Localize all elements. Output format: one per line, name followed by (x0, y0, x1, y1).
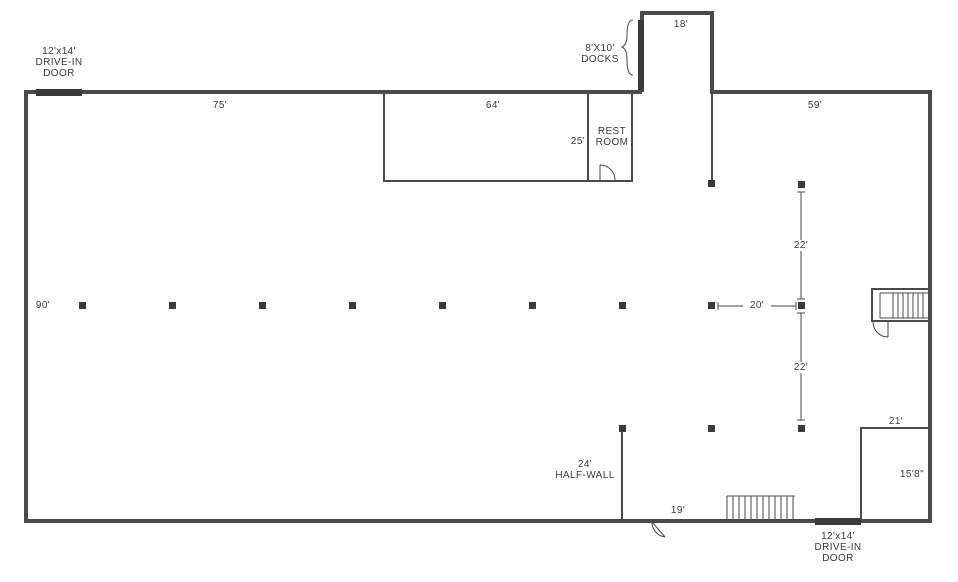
door-type-text: DRIVE-IN (814, 542, 862, 553)
dim-label-21: 21' (888, 416, 904, 427)
door-size-text: 12'x14' (42, 46, 76, 57)
square-column-icon (708, 180, 715, 187)
door-swing-icon (872, 321, 889, 338)
dim-label-64: 64' (485, 100, 501, 111)
half-wall-dim-text: 24' (577, 459, 593, 470)
half-wall-label: 24' HALF-WALL (546, 459, 624, 481)
drive-in-door-bottom-right-label: 12'x14' DRIVE-IN DOOR (806, 531, 870, 564)
docks-text: DOCKS (581, 54, 619, 65)
door-type-text: DRIVE-IN (35, 57, 83, 68)
square-column-icon (349, 302, 356, 309)
bottom-right-room-wall (860, 427, 930, 521)
drive-in-door-bottom-right (815, 518, 861, 525)
room-text: ROOM (595, 137, 629, 148)
exterior-wall-outline (24, 11, 932, 523)
dim-label-20: 20' (743, 300, 771, 311)
dim-label-59: 59' (807, 100, 823, 111)
dim-label-19: 19' (670, 505, 686, 516)
half-wall-text: HALF-WALL (555, 470, 615, 481)
door-text: DOOR (43, 68, 75, 79)
door-swing-icon (599, 164, 616, 181)
square-column-icon (798, 302, 805, 309)
brace-icon (620, 19, 634, 76)
square-column-icon (798, 181, 805, 188)
exterior-walls (24, 11, 932, 523)
stairs-icon (726, 495, 795, 519)
square-column-icon (708, 302, 715, 309)
dim-label-25: 25' (570, 136, 586, 147)
docks-label: 8'X10' DOCKS (572, 43, 628, 65)
dock-doors (638, 20, 644, 90)
dim-label-22-bottom: 22' (788, 362, 814, 373)
square-column-icon (529, 302, 536, 309)
restroom-label: REST ROOM (590, 126, 634, 148)
dim-label-90: 90' (35, 300, 51, 311)
square-column-icon (619, 302, 626, 309)
square-column-icon (708, 425, 715, 432)
dim-label-18: 18' (673, 19, 689, 30)
columns (79, 180, 805, 432)
square-column-icon (798, 425, 805, 432)
docks-size-text: 8'X10' (585, 43, 615, 54)
drive-in-door-top-left-label: 12'x14' DRIVE-IN DOOR (28, 46, 90, 79)
door-text: DOOR (822, 553, 854, 564)
square-column-icon (79, 302, 86, 309)
rest-text: REST (597, 126, 627, 137)
dim-label-75: 75' (212, 100, 228, 111)
stairs-icon (871, 288, 930, 322)
dim-label-15-8: 15'8" (899, 469, 925, 480)
square-column-icon (619, 425, 626, 432)
door-swing-icon (651, 521, 666, 538)
interior-walls (383, 92, 930, 521)
door-size-text: 12'x14' (821, 531, 855, 542)
square-column-icon (259, 302, 266, 309)
office-wall (383, 92, 633, 182)
drive-in-door-top-left (36, 89, 82, 96)
square-column-icon (439, 302, 446, 309)
dim-label-22-top: 22' (788, 240, 814, 251)
square-column-icon (169, 302, 176, 309)
